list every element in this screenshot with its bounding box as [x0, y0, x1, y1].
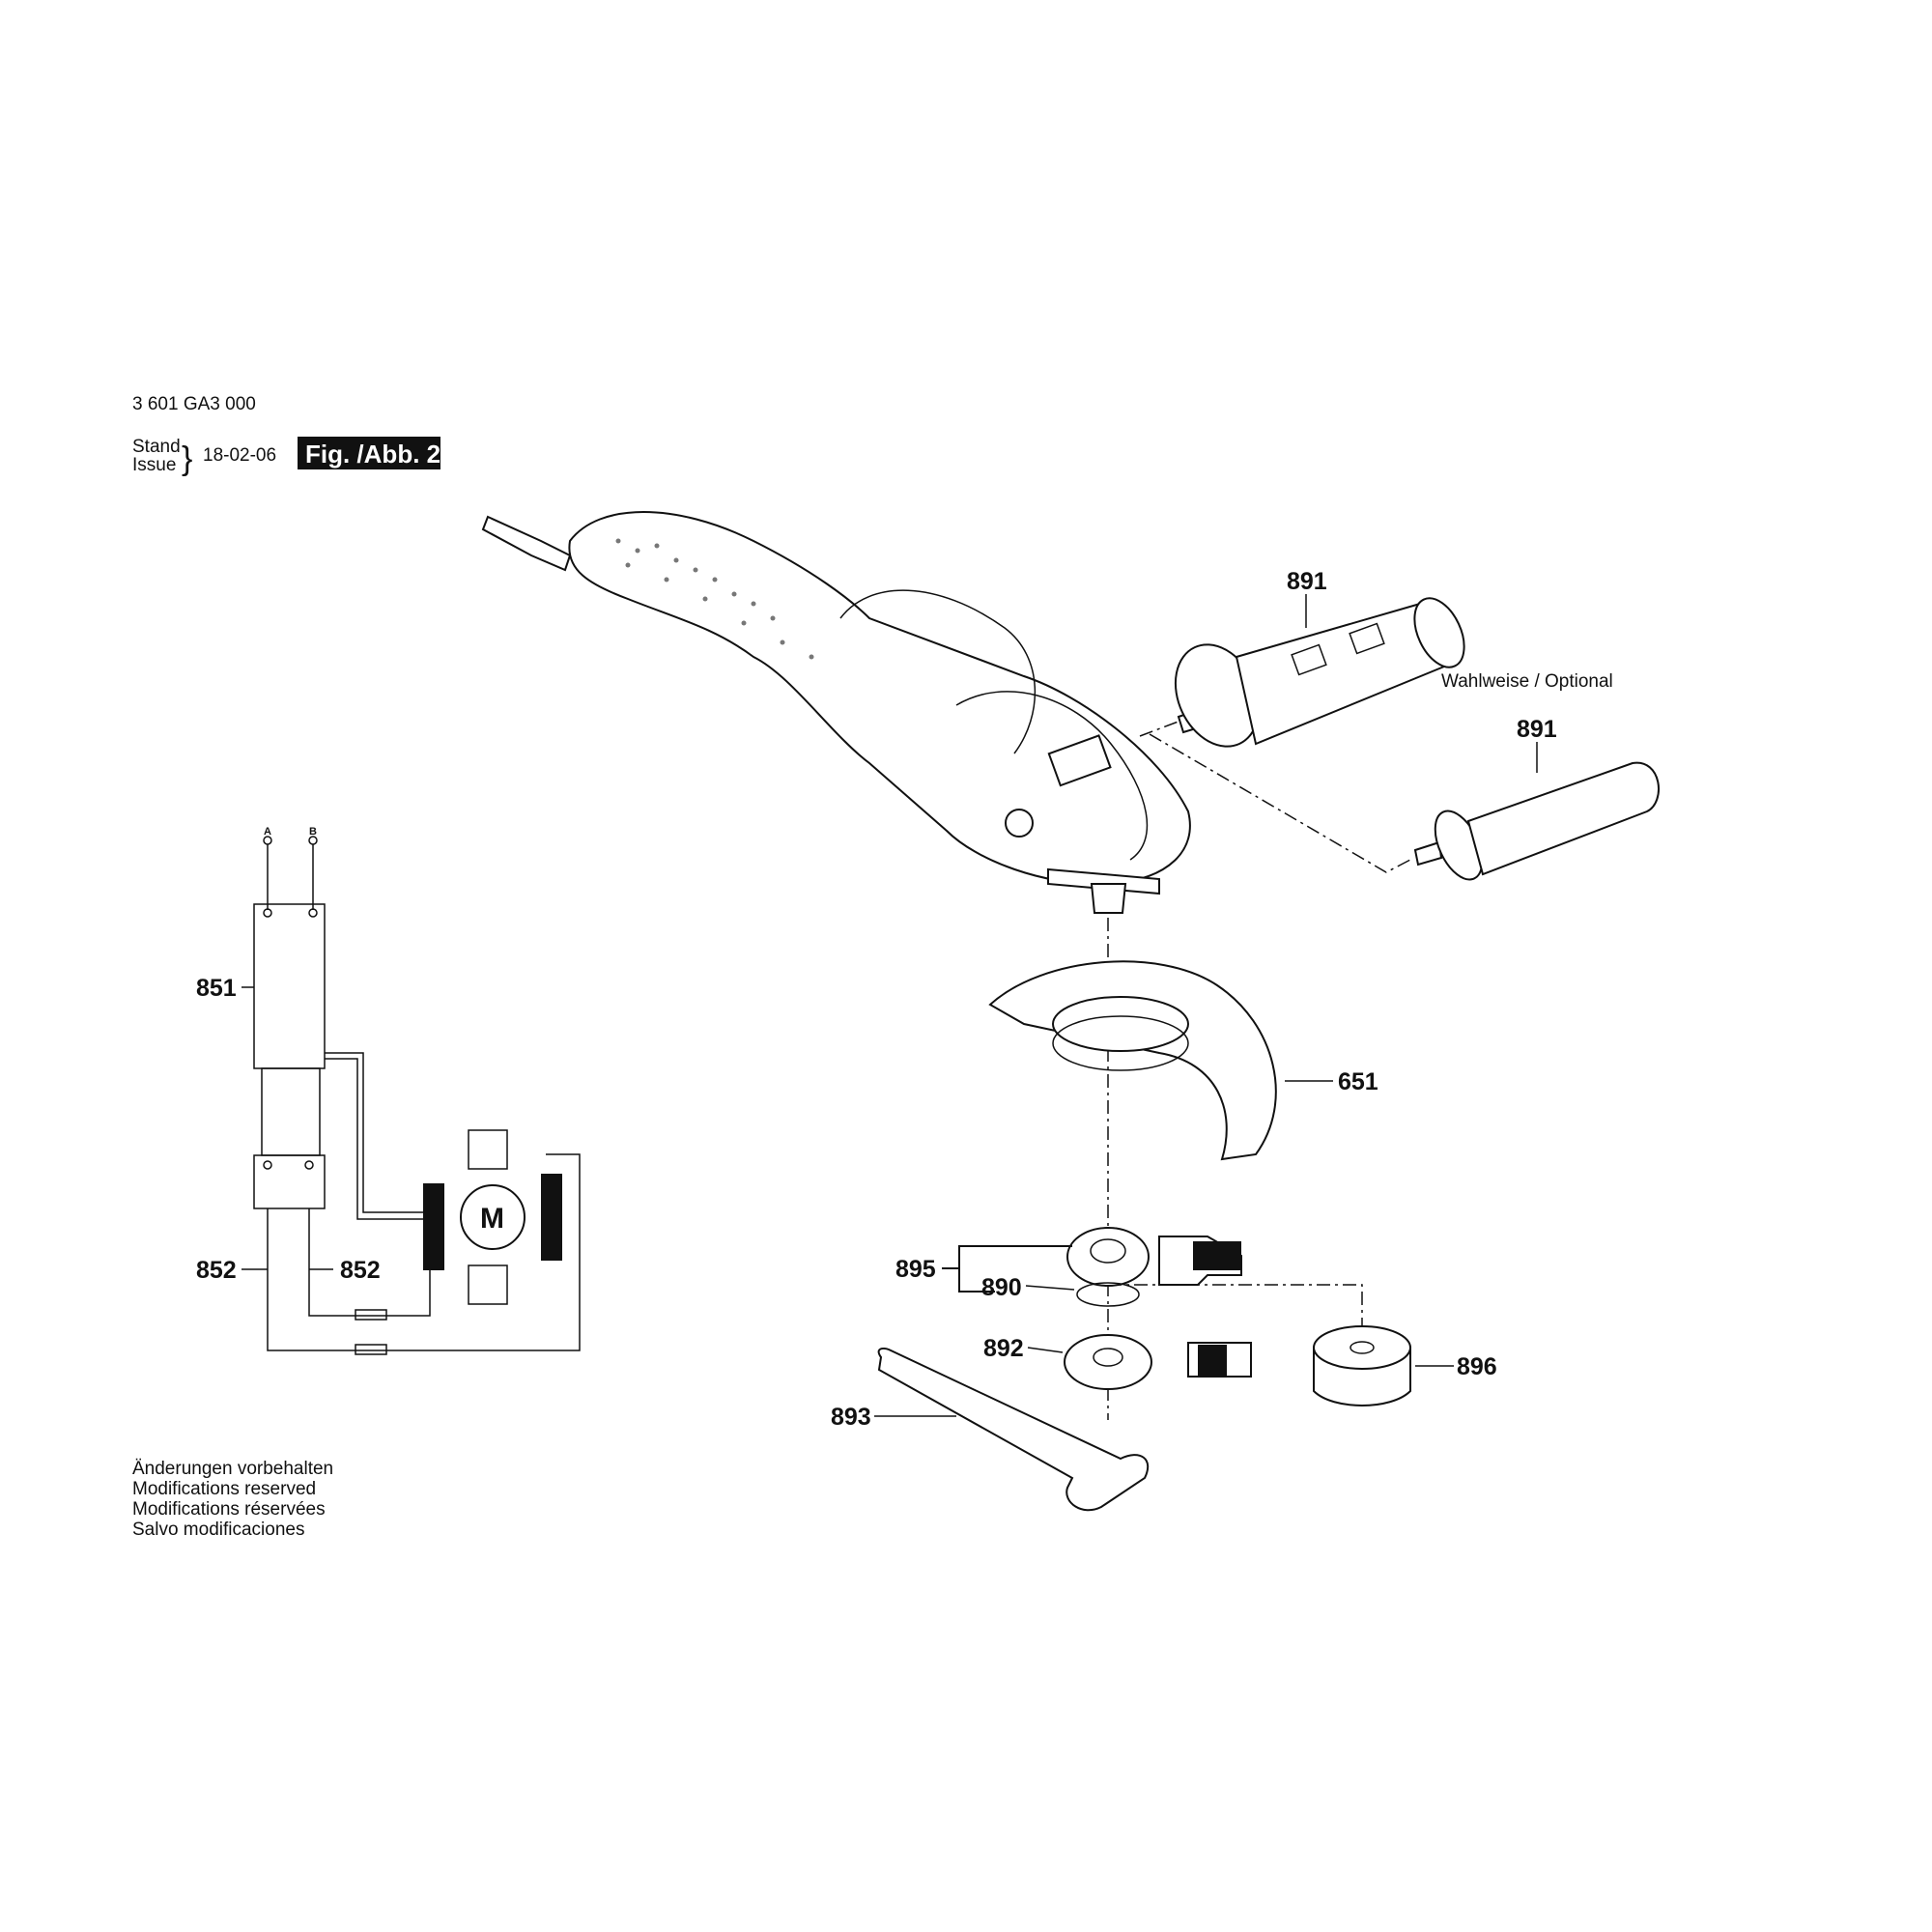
- switch: [1047, 734, 1112, 787]
- motor-label: M: [480, 1203, 504, 1235]
- label-651: 651: [1338, 1068, 1378, 1095]
- footer-line-de: Änderungen vorbehalten: [132, 1459, 333, 1479]
- issue-label: Issue: [132, 455, 176, 475]
- motor-symbol: [460, 1184, 526, 1250]
- two-pin-spanner: [877, 1348, 1150, 1512]
- label-851: 851: [196, 975, 237, 1002]
- handle-axis-2: [1149, 733, 1411, 873]
- label-852-left: 852: [196, 1257, 237, 1284]
- label-895: 895: [895, 1256, 936, 1283]
- wiring-diagram: A B M: [253, 826, 581, 1355]
- grinder-housing: [568, 511, 1191, 886]
- switch-852: [253, 1154, 326, 1209]
- clamping-nut: [1064, 1334, 1252, 1390]
- part-number: 3 601 GA3 000: [132, 394, 256, 414]
- footer-line-es: Salvo modificaciones: [132, 1520, 304, 1540]
- protective-guard: [988, 960, 1277, 1161]
- label-890: 890: [981, 1274, 1022, 1301]
- mounting-flange: [1066, 1227, 1242, 1287]
- label-896: 896: [1457, 1353, 1497, 1380]
- terminal-b: B: [309, 826, 317, 838]
- figure-label: Fig. /Abb. 2: [305, 440, 440, 469]
- issue-date: 18-02-06: [203, 445, 276, 466]
- spindle: [1090, 883, 1127, 914]
- footer-line-en: Modifications reserved: [132, 1479, 316, 1499]
- brace: }: [182, 440, 192, 477]
- terminal-a: A: [264, 826, 271, 838]
- label-891-top: 891: [1287, 568, 1327, 595]
- spindle-lock: [1005, 809, 1034, 838]
- quick-clamping-nut: [1313, 1325, 1411, 1406]
- label-852-right: 852: [340, 1257, 381, 1284]
- power-cord: [481, 515, 572, 572]
- figure-badge: [298, 437, 440, 469]
- auxiliary-handle-standard: [1413, 761, 1660, 881]
- cord-box-851: [253, 903, 326, 1069]
- footer-line-fr: Modifications réservées: [132, 1499, 326, 1520]
- label-891-optional: 891: [1517, 716, 1557, 743]
- label-892: 892: [983, 1335, 1024, 1362]
- label-893: 893: [831, 1404, 871, 1431]
- auxiliary-handle-vibration: [1174, 597, 1465, 748]
- stand-label: Stand: [132, 437, 181, 457]
- optional-note: Wahlweise / Optional: [1441, 671, 1613, 692]
- angle-grinder: [481, 511, 1191, 914]
- o-ring: [1076, 1282, 1140, 1307]
- handle-axis-1: [1139, 719, 1184, 737]
